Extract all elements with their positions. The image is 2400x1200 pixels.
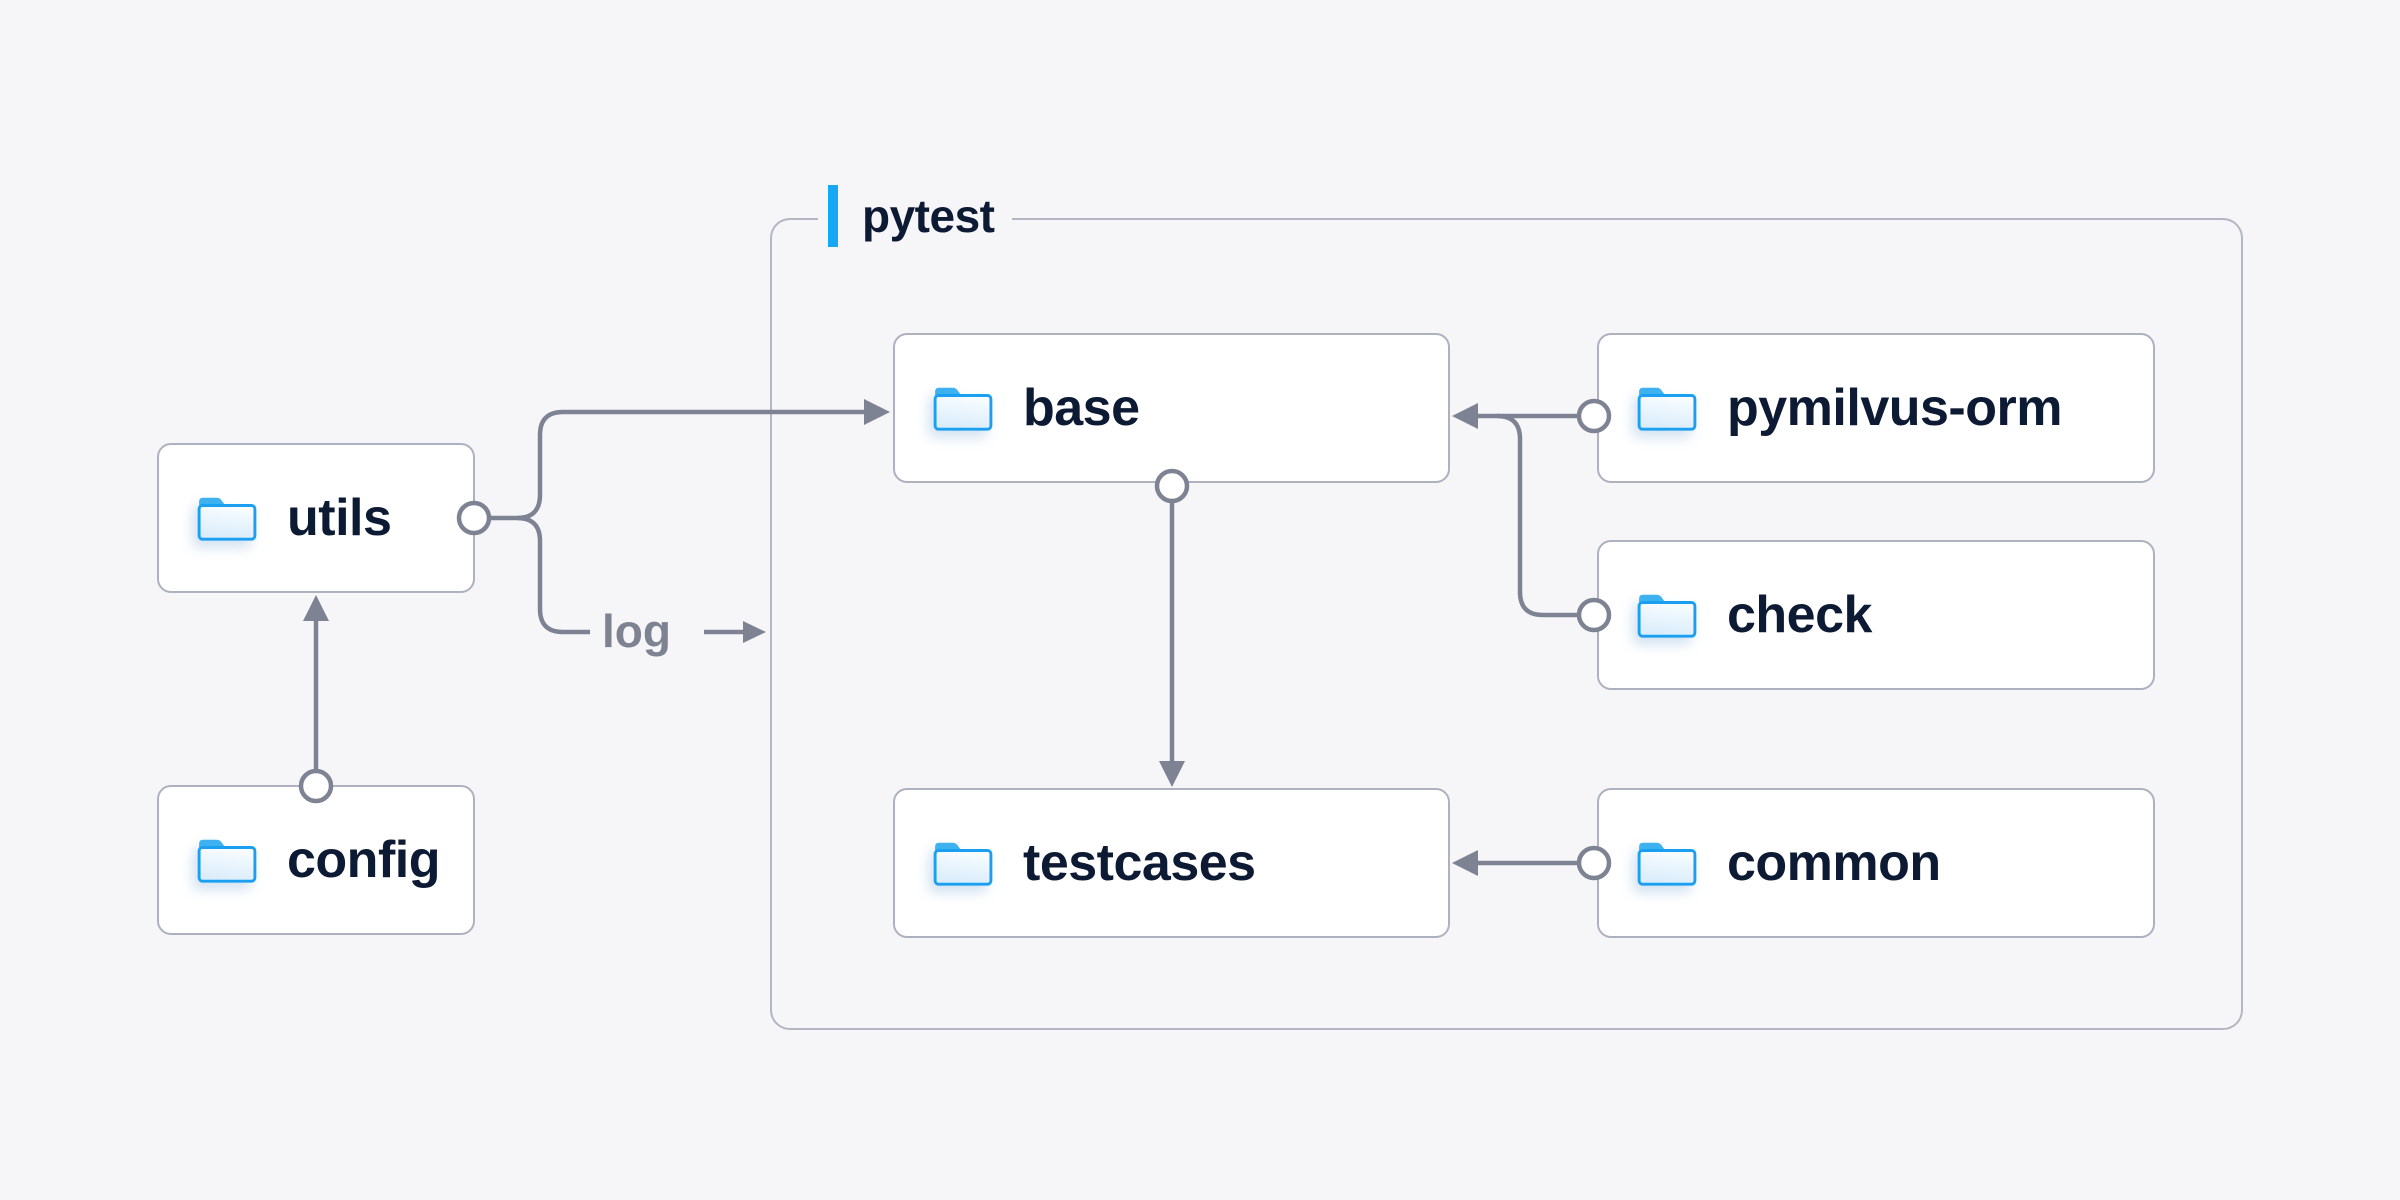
folder-icon <box>1637 387 1697 431</box>
folder-body <box>1637 849 1697 886</box>
node-label: testcases <box>1023 834 1256 892</box>
edge-utils-to-log <box>516 515 590 635</box>
node-label: config <box>287 831 440 889</box>
node-utils: utils <box>157 443 475 593</box>
node-config: config <box>157 785 475 935</box>
node-label: base <box>1023 379 1140 437</box>
node-testcases: testcases <box>893 788 1450 938</box>
folder-body <box>933 849 993 886</box>
accent-bar <box>828 185 838 247</box>
node-label: check <box>1727 586 1872 644</box>
folder-icon <box>197 497 257 541</box>
folder-icon <box>197 839 257 883</box>
node-common: common <box>1597 788 2155 938</box>
folder-body <box>1637 394 1697 431</box>
group-label-text: pytest <box>862 190 995 242</box>
folder-body <box>1637 601 1697 638</box>
arrowhead-into-utils-bottom <box>303 595 329 621</box>
folder-icon <box>933 387 993 431</box>
node-label: utils <box>287 489 392 547</box>
node-label: pymilvus-orm <box>1727 379 2062 437</box>
folder-icon <box>933 842 993 886</box>
node-base: base <box>893 333 1450 483</box>
folder-body <box>933 394 993 431</box>
folder-body <box>197 846 257 883</box>
node-pymilvus-orm: pymilvus-orm <box>1597 333 2155 483</box>
node-label: common <box>1727 834 1941 892</box>
folder-body <box>197 504 257 541</box>
edge-label-log: log <box>602 605 671 657</box>
node-check: check <box>1597 540 2155 690</box>
folder-icon <box>1637 842 1697 886</box>
pytest-group-label: pytest <box>818 184 1013 248</box>
arrowhead-log <box>743 621 766 643</box>
pytest-group-outline <box>770 218 2243 1030</box>
folder-icon <box>1637 594 1697 638</box>
